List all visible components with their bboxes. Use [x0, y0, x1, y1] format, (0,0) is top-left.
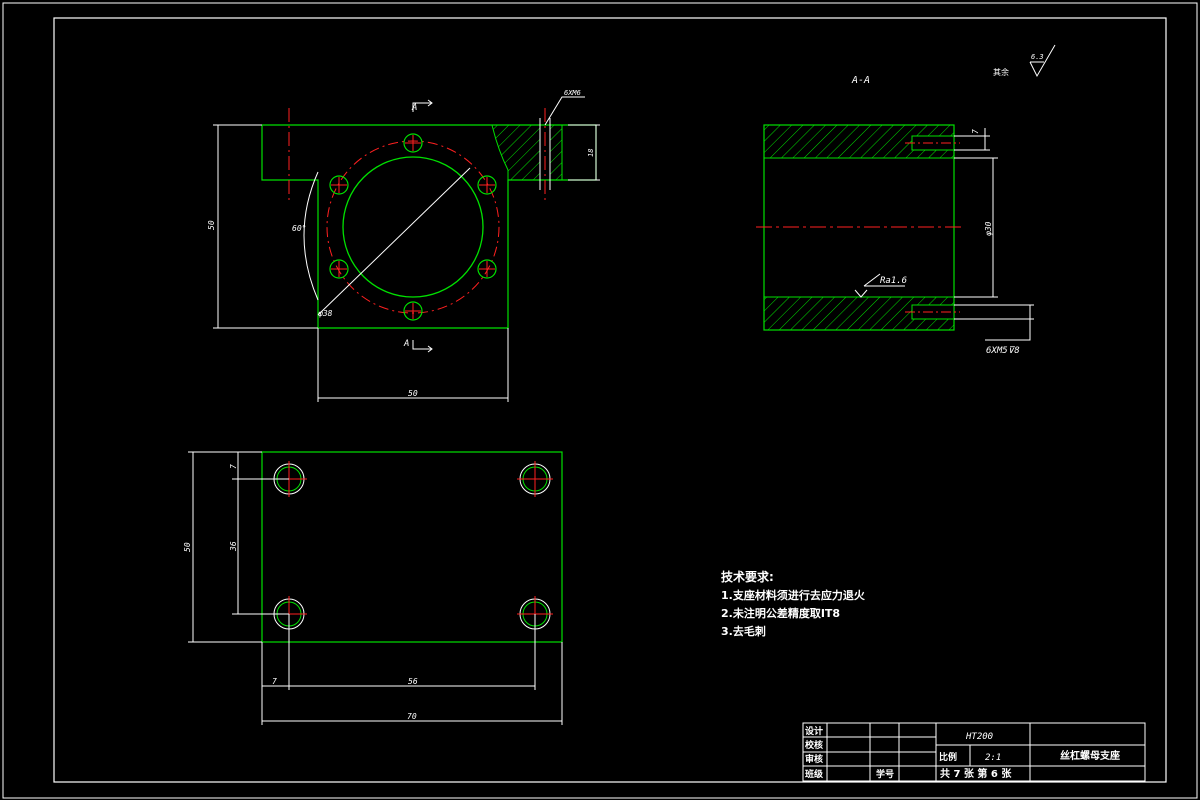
tb-student-no: 学号	[876, 768, 894, 780]
tb-material: HT200	[965, 732, 993, 742]
dim-height-top: 50	[207, 220, 216, 230]
dim-bottom-height: 50	[183, 542, 192, 552]
roughness-label: Ra1.6	[880, 276, 907, 286]
angle-arc	[303, 171, 319, 301]
tb-design: 设计	[805, 725, 823, 737]
dim-bore: φ30	[984, 221, 993, 236]
title-block: 设计 校核 审核 班级 学号 HT200 比例 2:1 共 7 张 第 6 张 …	[802, 722, 1146, 782]
tb-sheets: 共 7 张 第 6 张	[940, 767, 1012, 780]
tb-class: 班级	[805, 768, 824, 780]
tech-item-1: 1.支座材料须进行去应力退火	[721, 588, 866, 602]
dim-width-top: 50	[408, 389, 418, 398]
dim-hole-spacing: 56	[408, 677, 418, 686]
dim-bottom-offset-left: 7	[272, 677, 277, 686]
surface-finish: 其余 6.3	[993, 44, 1056, 78]
tech-heading: 技术要求:	[721, 569, 774, 584]
tech-item-2: 2.未注明公差精度取IT8	[721, 606, 840, 620]
tb-scale-label: 比例	[939, 751, 957, 763]
dim-bottom-inner: 36	[229, 541, 238, 552]
surface-finish-value: 6.3	[1031, 53, 1044, 61]
tb-review: 审核	[805, 753, 823, 765]
diameter-leader	[317, 167, 471, 316]
tech-item-3: 3.去毛刺	[721, 624, 766, 638]
dim-bolt-circle: φ38	[318, 309, 333, 318]
tb-scale-value: 2:1	[985, 753, 1001, 763]
flange-section-hatch	[491, 124, 541, 181]
thread-callout: 6XM6	[564, 89, 581, 97]
bottom-view: 50 36 7 7 56 70	[183, 451, 563, 725]
bolt-holes	[329, 133, 497, 321]
section-title: A-A	[851, 75, 870, 86]
top-view: A A 6XM6 50 18 60° φ38 50	[207, 89, 600, 402]
tb-part-name: 丝杠螺母支座	[1060, 749, 1120, 762]
surface-finish-label: 其余	[993, 67, 1009, 77]
inner-border	[53, 17, 1167, 783]
bore-circle	[342, 156, 484, 298]
dim-edge: 7	[971, 129, 980, 134]
dim-angle: 60°	[292, 224, 306, 233]
section-mark-bottom: A	[403, 339, 409, 349]
bottom-outline	[261, 451, 563, 643]
tb-check: 校核	[805, 739, 823, 751]
mounting-holes	[271, 461, 553, 632]
dim-bottom-offset-top: 7	[229, 464, 238, 469]
dim-flange: 18	[587, 149, 595, 157]
tech-requirements: 技术要求: 1.支座材料须进行去应力退火 2.未注明公差精度取IT8 3.去毛刺	[721, 569, 866, 638]
section-mark-top: A	[411, 103, 417, 113]
section-view: A-A φ30 7 Ra1.6 6XM5⊽8	[756, 75, 1034, 356]
dim-bottom-length: 70	[407, 712, 417, 721]
top-view-outline	[261, 124, 597, 329]
bolt-circle	[326, 140, 500, 314]
thread-note: 6XM5⊽8	[986, 346, 1020, 356]
flange-section-hatch-right	[549, 124, 563, 181]
